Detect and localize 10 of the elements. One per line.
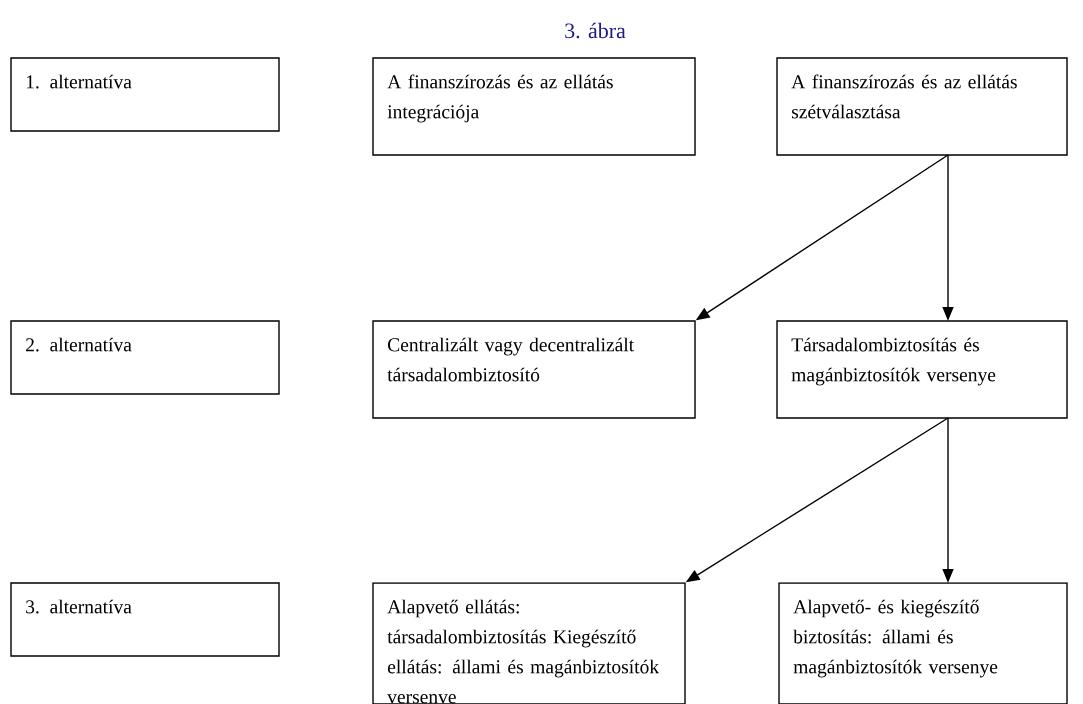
text-box: Alapvető- és kiegészítő biztosítás: állami és magánbiztosítók versenye bbox=[778, 582, 1068, 704]
text-box: Alapvető ellátás: társadalombiztosítás Kiegészítő ellátás: állami és magánbiztosítók versenve bbox=[372, 582, 686, 704]
text-box: 1. alternatíva bbox=[10, 57, 280, 132]
text-box: A finanszírozás és az ellátás integrációja bbox=[372, 57, 696, 156]
text-box: A finanszírozás és az ellátás szétválasztása bbox=[776, 57, 1068, 156]
title: 3. ábra bbox=[565, 22, 626, 39]
text-box: Centralizált vagy decentralizált társadalombiztosító bbox=[372, 320, 696, 419]
text-box: Társadalombiztosítás és magánbiztosítók versenye bbox=[776, 320, 1068, 419]
text-box: 3. alternatíva bbox=[10, 582, 280, 657]
text-box: 2. alternatíva bbox=[10, 320, 280, 395]
